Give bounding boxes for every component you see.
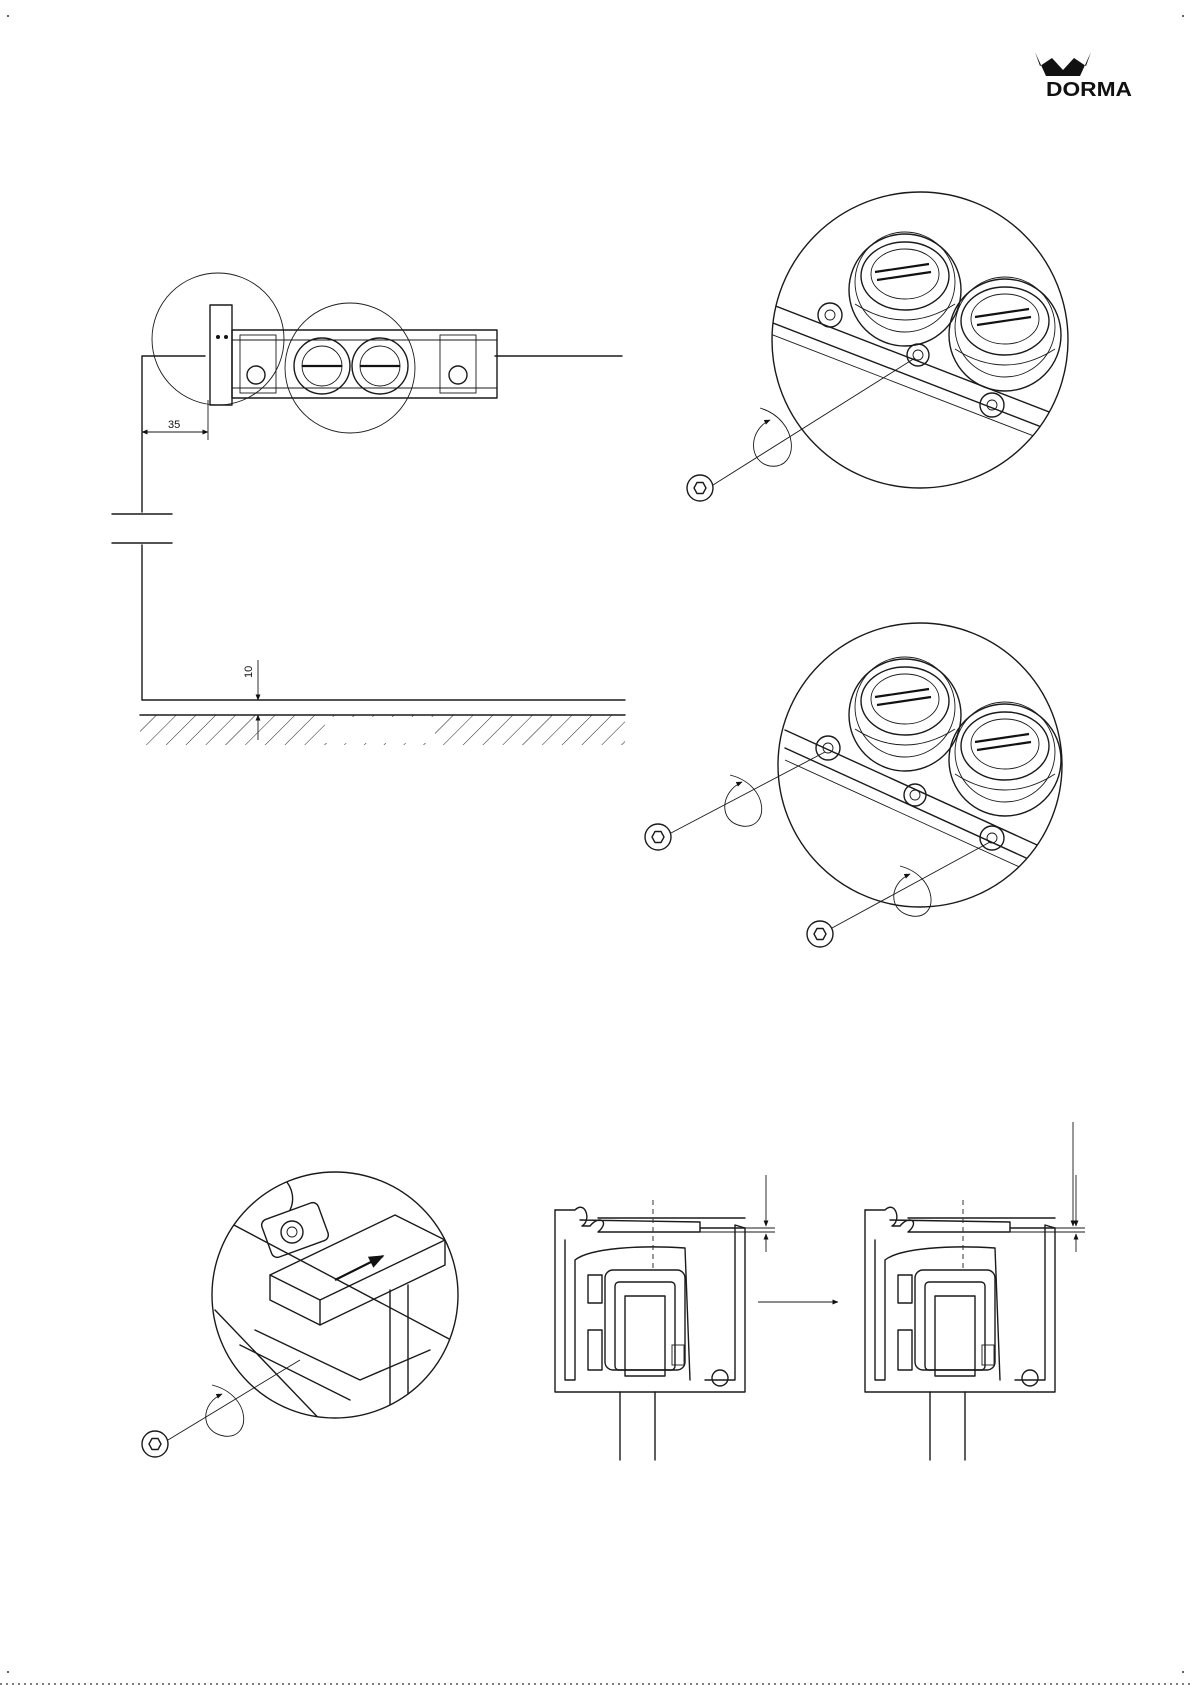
cross-section-before bbox=[555, 1175, 775, 1460]
dimension-floor-gap-label: 10 bbox=[243, 666, 255, 678]
figure-roller-detail-2 bbox=[645, 623, 1070, 947]
hex-key-icon bbox=[645, 824, 671, 850]
hex-key-icon bbox=[142, 1431, 168, 1457]
rotate-arrow-icon bbox=[754, 408, 792, 466]
figure-top-view: 35 10 bbox=[112, 273, 625, 745]
rotate-arrow-icon bbox=[206, 1385, 244, 1436]
hex-key-icon bbox=[807, 921, 833, 947]
brand-logo: DORMA bbox=[1035, 52, 1132, 101]
hex-key-icon bbox=[687, 475, 713, 501]
figure-stopper-detail bbox=[142, 1172, 470, 1457]
crop-marks bbox=[7, 15, 1184, 1673]
rotate-arrow-icon bbox=[725, 775, 762, 826]
dimension-offset-label: 35 bbox=[168, 419, 180, 431]
figure-roller-detail-1 bbox=[687, 192, 1070, 501]
cross-section-after bbox=[865, 1175, 1085, 1460]
crown-logo-icon bbox=[1035, 52, 1091, 76]
brand-name: DORMA bbox=[1046, 79, 1132, 101]
